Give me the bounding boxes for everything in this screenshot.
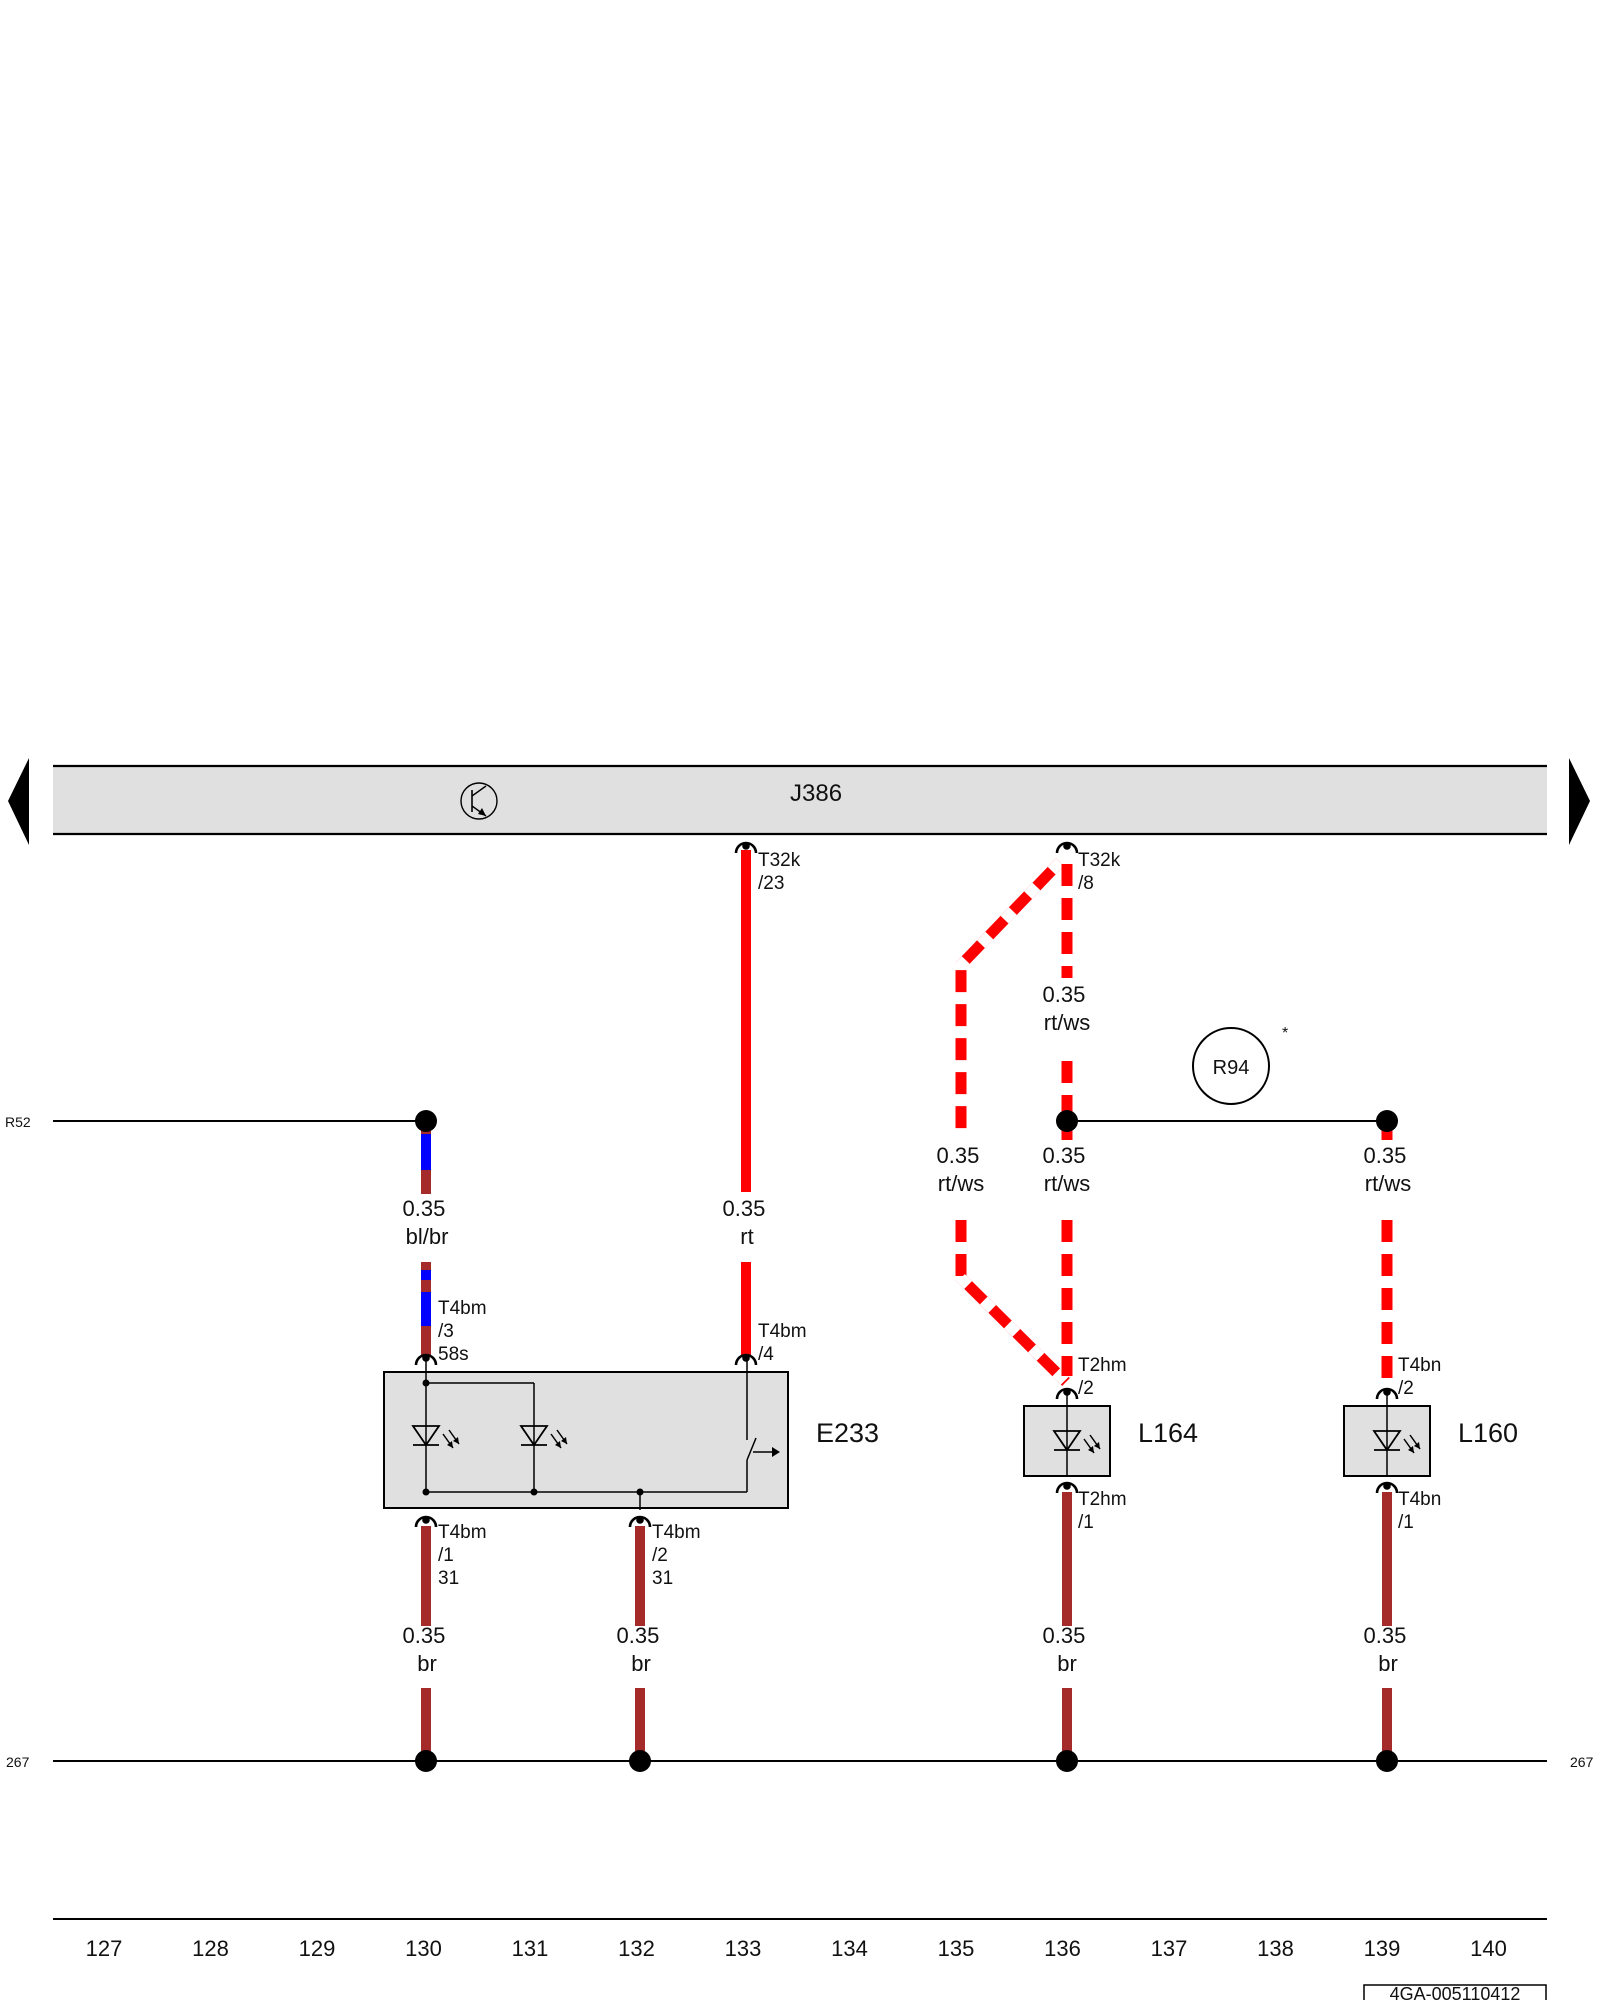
ref-ground-left: 267 — [6, 1754, 30, 1770]
column-numbers: 127 128 129 130 131 132 133 134 135 136 137 138 139 1… — [86, 1936, 1507, 1961]
connector-t4bm-4: T4bm /4 — [758, 1321, 812, 1365]
ref-r52: R52 — [5, 1114, 31, 1130]
wire-label-bl-br: 0.35 bl/br — [403, 1196, 452, 1249]
column-number: 134 — [831, 1936, 868, 1961]
connector-t2hm-2: T2hm /2 — [1078, 1355, 1132, 1399]
terminal-icon — [1055, 840, 1079, 855]
column-number: 133 — [725, 1936, 762, 1961]
connector-t4bm-2: T4bm /2 31 — [652, 1522, 706, 1589]
column-number: 129 — [299, 1936, 336, 1961]
column-number: 128 — [192, 1936, 229, 1961]
column-number: 137 — [1151, 1936, 1188, 1961]
control-unit-j386 — [53, 766, 1547, 834]
terminal-icon — [1055, 1480, 1079, 1495]
wire-label-rt-ws-136-top: 0.35 rt/ws — [1043, 982, 1092, 1035]
wire-label-rt-ws-139: 0.35 rt/ws — [1364, 1143, 1413, 1196]
right-page-arrow-icon[interactable] — [1569, 758, 1590, 845]
component-j386-label: J386 — [790, 780, 842, 807]
connector-t32k-23: T32k /23 — [758, 850, 806, 894]
column-number: 127 — [86, 1936, 123, 1961]
r94-reference: R94 * — [1192, 1025, 1288, 1105]
wire-label-br-132: 0.35 br — [617, 1623, 666, 1676]
ref-ground-right: 267 — [1570, 1754, 1594, 1770]
wire-label-br-130: 0.35 br — [403, 1623, 452, 1676]
component-l160-label: L160 — [1458, 1418, 1518, 1448]
terminal-icon — [628, 1514, 652, 1529]
wire-bl-br — [421, 1120, 431, 1356]
column-number: 132 — [618, 1936, 655, 1961]
wire-rt-ws-135 — [955, 858, 1070, 1386]
component-e233-label: E233 — [816, 1418, 879, 1448]
document-id-box — [1363, 1984, 1547, 2000]
connector-t4bm-1: T4bm /1 31 — [438, 1522, 492, 1589]
terminal-icon — [734, 1352, 758, 1367]
column-number: 136 — [1044, 1936, 1081, 1961]
component-l160 — [1343, 1394, 1431, 1477]
wire-rt — [741, 850, 751, 1356]
transistor-icon — [460, 782, 498, 820]
column-number: 140 — [1470, 1936, 1507, 1961]
connector-t32k-8: T32k /8 — [1078, 850, 1126, 894]
component-e233 — [383, 1357, 789, 1510]
r94-note: * — [1282, 1025, 1288, 1042]
component-l164-label: L164 — [1138, 1418, 1198, 1448]
column-number: 131 — [512, 1936, 549, 1961]
wire-label-br-139: 0.35 br — [1364, 1623, 1413, 1676]
wire-br-group — [421, 1492, 1392, 1764]
connector-t2hm-1: T2hm /1 — [1078, 1489, 1132, 1533]
column-number: 139 — [1364, 1936, 1401, 1961]
wire-label-rt-ws-136-low: 0.35 rt/ws — [1043, 1143, 1092, 1196]
r94-label: R94 — [1213, 1057, 1250, 1079]
terminal-icon — [1375, 1480, 1399, 1495]
wire-label-br-136: 0.35 br — [1043, 1623, 1092, 1676]
connector-t4bn-2: T4bn /2 — [1398, 1355, 1447, 1399]
document-id: 4GA-005110412 — [1390, 1984, 1521, 2000]
terminal-icon — [414, 1514, 438, 1529]
connector-t4bm-3: T4bm /3 58s — [438, 1298, 492, 1365]
component-l164 — [1023, 1394, 1111, 1477]
wire-label-rt: 0.35 rt — [723, 1196, 772, 1249]
column-number: 138 — [1257, 1936, 1294, 1961]
connector-t4bn-1: T4bn /1 — [1398, 1489, 1447, 1533]
left-page-arrow-icon[interactable] — [8, 758, 29, 845]
column-number: 130 — [405, 1936, 442, 1961]
column-number: 135 — [938, 1936, 975, 1961]
wire-label-rt-ws-135: 0.35 rt/ws — [937, 1143, 986, 1196]
